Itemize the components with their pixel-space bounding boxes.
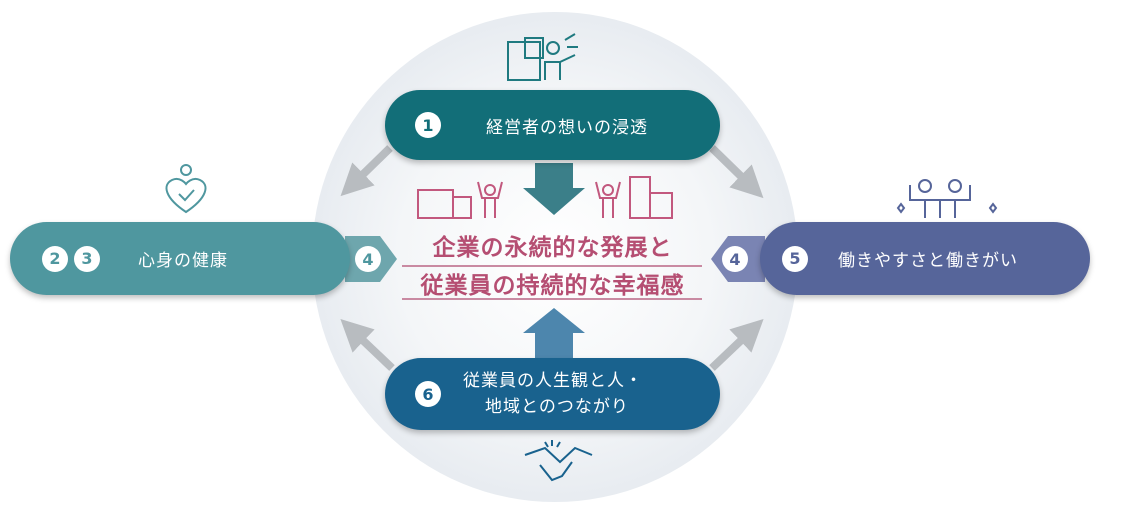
right-arrow-number-badge: 4 — [722, 246, 748, 272]
arrow-bottom-left — [340, 318, 395, 371]
arrow-top-left — [340, 145, 393, 197]
number-badge: 1 — [415, 112, 441, 138]
bottom-label-line1: 従業員の人生観と人・ — [463, 371, 643, 391]
left-arrow-number-badge: 4 — [355, 246, 381, 272]
right-node-workstyle: 5 働きやすさと働きがい — [760, 222, 1090, 295]
right-node-label: 働きやすさと働きがい — [838, 251, 1018, 271]
center-title-line1: 企業の永続的な発展と — [432, 235, 673, 261]
bottom-node-label: 従業員の人生観と人・ 地域とのつながり — [463, 368, 643, 420]
arrow-down — [523, 163, 585, 215]
arrow-top-right — [709, 145, 764, 199]
divider — [402, 265, 702, 267]
heart-health-icon — [165, 164, 207, 214]
top-node-leadership: 1 経営者の想いの浸透 — [385, 90, 720, 160]
number-badge: 6 — [415, 381, 441, 407]
bottom-label-line2: 地域とのつながり — [485, 397, 629, 417]
leader-icon — [507, 33, 578, 81]
city-celebration-icon-right — [595, 176, 673, 219]
bottom-node-connections: 6 従業員の人生観と人・ 地域とのつながり — [385, 358, 720, 430]
number-badge: 2 — [42, 245, 68, 272]
center-title-line2: 従業員の持続的な幸福感 — [420, 273, 685, 299]
cheering-people-icon — [896, 179, 998, 218]
left-node-health: 2 3 心身の健康 — [10, 222, 350, 295]
divider — [402, 298, 702, 300]
number-badge: 5 — [782, 245, 808, 272]
top-node-label: 経営者の想いの浸透 — [486, 117, 648, 138]
number-badge: 3 — [74, 245, 100, 272]
arrow-up — [523, 308, 585, 358]
city-celebration-icon-left — [417, 181, 503, 219]
handshake-icon — [524, 440, 593, 482]
arrow-bottom-right — [709, 318, 764, 371]
left-node-label: 心身の健康 — [138, 251, 228, 271]
